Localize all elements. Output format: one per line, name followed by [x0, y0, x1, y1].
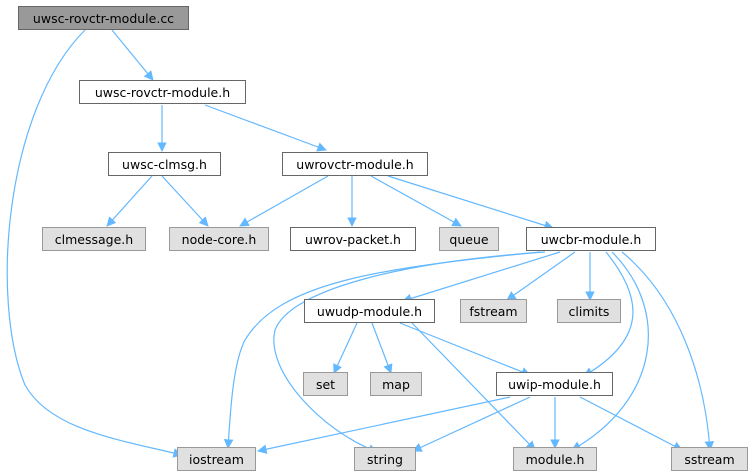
node-uwip-module-h[interactable]: uwip-module.h — [496, 372, 613, 396]
node-set: set — [303, 372, 348, 396]
node-uwudp-module-h[interactable]: uwudp-module.h — [304, 299, 435, 323]
node-clmessage-h: clmessage.h — [42, 227, 146, 251]
node-fstream: fstream — [460, 299, 527, 323]
node-module-h: module.h — [513, 447, 597, 471]
node-queue: queue — [439, 227, 499, 251]
edge-uwrovctr-to-queue — [370, 175, 462, 227]
node-uwrovctr-module-h[interactable]: uwrovctr-module.h — [282, 152, 428, 176]
node-sstream: sstream — [671, 447, 748, 471]
edge-uwudp-to-uwip — [399, 322, 531, 377]
node-uwrov-packet-h[interactable]: uwrov-packet.h — [290, 227, 416, 251]
edge-root-to-uwsc-rovctr-h — [111, 29, 154, 81]
edge-uwrovctr-to-uwcbr — [387, 175, 554, 230]
node-uwcbr-module-h[interactable]: uwcbr-module.h — [526, 227, 656, 251]
edge-uwip-to-sstream — [579, 396, 683, 451]
edge-uwsc-clmsg-to-clmessage — [106, 175, 153, 227]
edge-uwrovctr-to-node-core — [239, 175, 329, 227]
edge-uwcbr-to-module — [571, 251, 649, 451]
node-uwsc-rovctr-module-cc: uwsc-rovctr-module.cc — [18, 6, 189, 30]
node-climits: climits — [557, 299, 621, 323]
node-iostream: iostream — [177, 447, 256, 471]
edge-root-to-iostream — [6, 29, 183, 458]
edge-uwcbr-to-string — [273, 251, 546, 454]
edge-uwudp-to-map — [371, 322, 393, 374]
node-string: string — [354, 447, 416, 471]
edge-uwcbr-to-fstream — [506, 251, 576, 301]
edge-uwsc-rovctr-h-to-uwrovctr — [204, 104, 327, 152]
node-uwsc-clmsg-h[interactable]: uwsc-clmsg.h — [108, 152, 221, 176]
node-node-core-h: node-core.h — [169, 227, 269, 251]
node-uwsc-rovctr-module-h[interactable]: uwsc-rovctr-module.h — [79, 80, 246, 104]
edge-uwudp-to-set — [333, 322, 358, 374]
edge-uwcbr-to-uwudp — [402, 251, 561, 304]
edge-uwsc-clmsg-to-node-core — [161, 175, 209, 227]
edge-uwip-to-iostream — [257, 396, 511, 454]
edge-uwcbr-to-uwip — [583, 251, 634, 377]
node-map: map — [370, 372, 422, 396]
edge-uwcbr-to-sstream — [621, 251, 715, 451]
edge-uwudp-to-module — [411, 322, 536, 451]
edge-uwip-to-string — [412, 396, 531, 452]
